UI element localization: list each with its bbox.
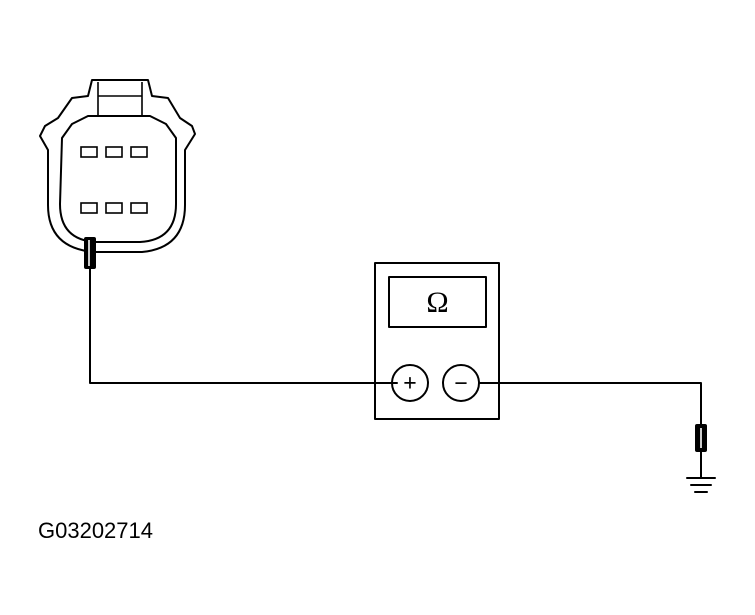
ohm-symbol: Ω	[426, 286, 448, 319]
figure-id: G03202714	[38, 518, 153, 543]
connector-pin	[105, 202, 123, 214]
connector-pin	[105, 146, 123, 158]
connector	[39, 79, 196, 253]
ground-symbol	[686, 451, 716, 493]
connector-inner-shell	[59, 115, 177, 243]
connector-pin	[130, 202, 148, 214]
connector-probe	[84, 237, 96, 269]
connector-pin	[80, 202, 98, 214]
ohmmeter: Ω + −	[374, 262, 500, 420]
connector-pin	[80, 146, 98, 158]
test-lead-positive	[89, 268, 398, 384]
connector-pin	[130, 146, 148, 158]
ground-probe	[695, 424, 707, 452]
ohmmeter-body	[374, 262, 500, 420]
connector-outer-housing	[39, 79, 196, 253]
positive-terminal	[391, 364, 429, 402]
test-lead-negative	[478, 382, 702, 426]
negative-symbol: −	[454, 371, 468, 397]
positive-symbol: +	[403, 371, 417, 397]
ohmmeter-display	[388, 276, 487, 328]
connector-probe-tip	[84, 237, 96, 269]
connector-latch	[97, 82, 143, 116]
